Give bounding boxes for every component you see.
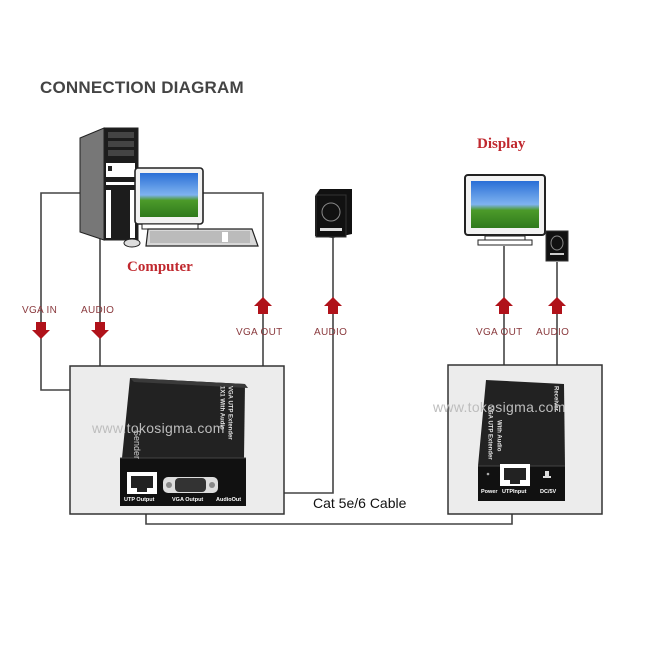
diagram-title: CONNECTION DIAGRAM: [40, 78, 244, 97]
arrow-down-vga-in: [32, 322, 50, 339]
power-led-icon: [486, 472, 490, 476]
display-label: Display: [477, 136, 526, 152]
watermark-receiver: www.tokosigma.com: [433, 399, 566, 415]
signal-label-audio-out: AUDIO: [314, 327, 348, 338]
arrow-up-vga-out: [254, 297, 272, 314]
sender-model-text-2: 1X1 With Audio: [218, 386, 225, 430]
receiver-port-dc5v: DC/5V: [540, 489, 557, 495]
signal-label-display-vga: VGA OUT: [476, 327, 523, 338]
computer-label: Computer: [127, 259, 193, 275]
sender-port-vga-output: VGA Output: [172, 497, 204, 503]
computer-tower-icon: [79, 127, 139, 241]
signal-label-audio-in: AUDIO: [81, 305, 115, 316]
receiver-model-text-1: VGA UTP Extender: [486, 406, 493, 460]
arrow-up-display-vga: [495, 297, 513, 314]
sender-device-top: [122, 378, 245, 458]
cable-label: Cat 5e/6 Cable: [313, 495, 407, 511]
speaker-icon: [315, 189, 352, 238]
sender-side-label: Sender: [131, 430, 142, 460]
signal-label-vga-out: VGA OUT: [236, 327, 283, 338]
wire-vga-in: [40, 192, 80, 391]
arrow-up-display-audio: [548, 297, 566, 314]
sender-port-utp-output: UTP Output: [124, 497, 155, 503]
receiver-side-label: Receiver: [552, 386, 559, 412]
watermark-sender: www.tokosigma.com: [92, 420, 225, 436]
signal-label-display-audio: AUDIO: [536, 327, 570, 338]
receiver-port-power: Power: [481, 489, 498, 495]
receiver-device-top: [478, 380, 565, 466]
receiver-port-utp-input: UTPInput: [502, 489, 527, 495]
display-speaker-icon: [545, 230, 569, 262]
sender-model-text-1: VGA UTP Extender: [226, 386, 233, 440]
signal-label-vga-in: VGA IN: [22, 305, 58, 316]
arrow-down-audio-in: [91, 322, 109, 339]
dc-jack-icon: [545, 471, 549, 477]
keyboard-icon: [145, 228, 259, 247]
computer-monitor-icon: [134, 167, 204, 230]
sender-port-audio-out: AudioOut: [216, 497, 242, 503]
receiver-model-text-2: With Audio: [495, 420, 502, 452]
arrow-up-audio-out: [324, 297, 342, 314]
mouse-icon: [123, 238, 141, 248]
display-monitor-icon: [464, 174, 546, 246]
signal-arrows: [32, 297, 566, 339]
